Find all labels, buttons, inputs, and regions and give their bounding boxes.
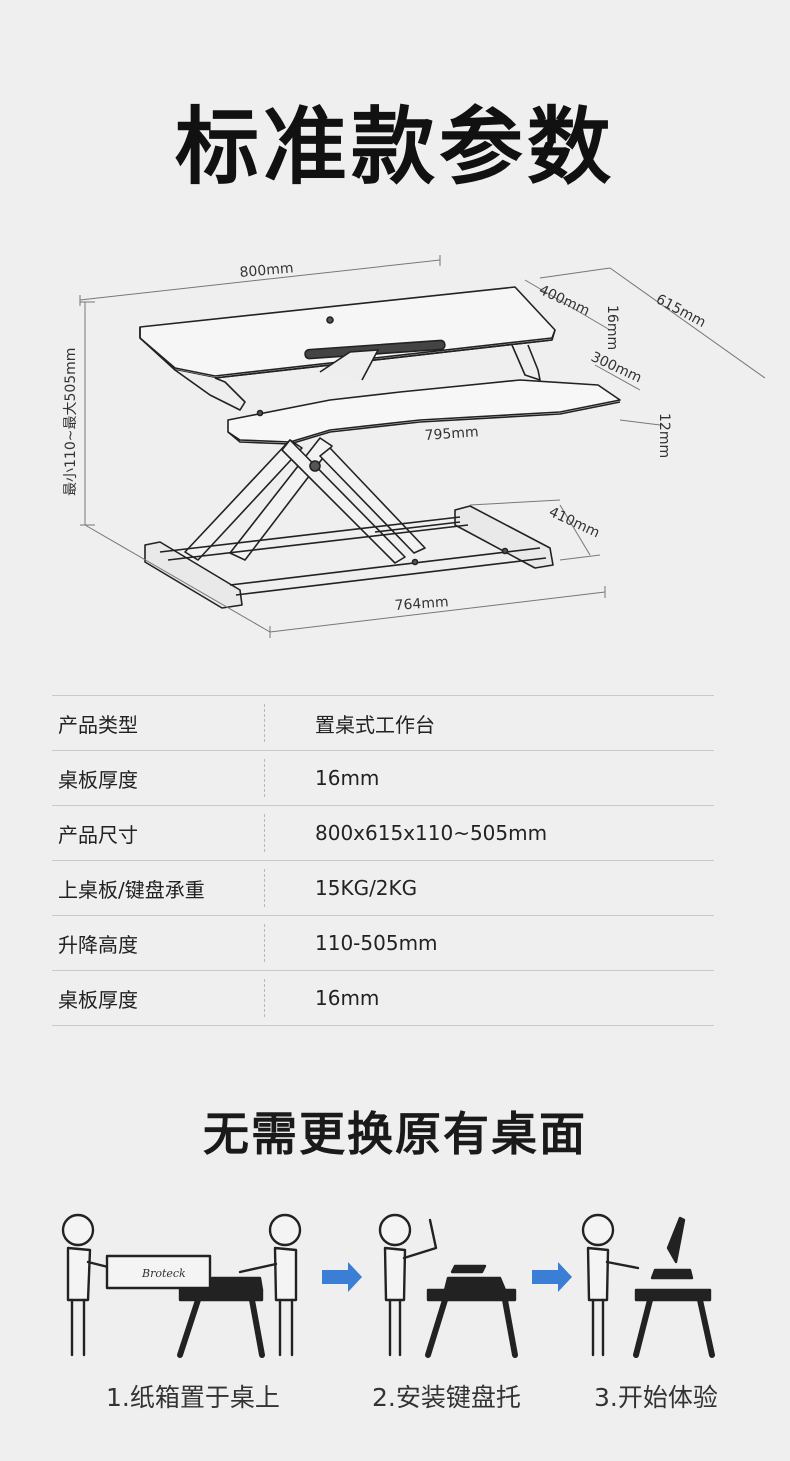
installation-steps-illustration: Broteck [61, 1213, 715, 1358]
spec-value: 16mm [265, 970, 714, 1026]
spec-value: 110-505mm [265, 915, 714, 971]
spec-value: 置桌式工作台 [265, 695, 714, 751]
spec-value: 800x615x110~505mm [265, 805, 714, 861]
arrow-icon [322, 1262, 572, 1292]
product-dimension-diagram: 800mm 400mm 16mm 615mm 300mm 795mm 12mm … [63, 255, 766, 638]
dim-width-label: 800mm [239, 260, 294, 281]
spec-table: 产品类型 置桌式工作台 桌板厚度 16mm 产品尺寸 800x615x110~5… [52, 695, 714, 1026]
spec-key: 上桌板/键盘承重 [52, 860, 264, 916]
step-1-label: 1.纸箱置于桌上 [106, 1383, 280, 1412]
step-3-figure [581, 1213, 715, 1358]
table-row: 上桌板/键盘承重 15KG/2KG [52, 860, 714, 916]
dim-depth-top-label: 400mm [536, 282, 592, 319]
dim-base-depth-label: 410mm [546, 504, 602, 541]
step-3-label: 3.开始体验 [594, 1383, 718, 1412]
dim-base-width-label: 764mm [394, 594, 449, 614]
spec-key: 桌板厚度 [52, 750, 264, 806]
table-row: 桌板厚度 16mm [52, 750, 714, 806]
spec-key: 桌板厚度 [52, 970, 264, 1026]
spec-key: 升降高度 [52, 915, 264, 971]
page-title: 标准款参数 [174, 98, 615, 196]
step-2-label: 2.安装键盘托 [372, 1383, 521, 1412]
spec-key: 产品类型 [52, 695, 264, 751]
spec-value: 16mm [265, 750, 714, 806]
section-subtitle: 无需更换原有桌面 [203, 1107, 587, 1161]
dim-keyboard-depth-label: 300mm [588, 349, 644, 386]
dim-thickness-top-label: 16mm [604, 305, 620, 350]
table-row: 产品类型 置桌式工作台 [52, 695, 714, 751]
table-row: 产品尺寸 800x615x110~505mm [52, 805, 714, 861]
box-brand-logo: Broteck [141, 1267, 186, 1280]
table-row: 桌板厚度 16mm [52, 970, 714, 1026]
dim-keyboard-thickness-label: 12mm [656, 413, 672, 458]
spec-value: 15KG/2KG [265, 860, 714, 916]
table-row: 升降高度 110-505mm [52, 915, 714, 971]
dim-keyboard-width-label: 795mm [424, 424, 479, 444]
spec-key: 产品尺寸 [52, 805, 264, 861]
step-2-figure [378, 1213, 518, 1358]
dim-depth-total-label: 615mm [653, 291, 708, 330]
dim-height-label: 最小110~最大505mm [63, 348, 79, 496]
step-1-figure [61, 1213, 302, 1358]
